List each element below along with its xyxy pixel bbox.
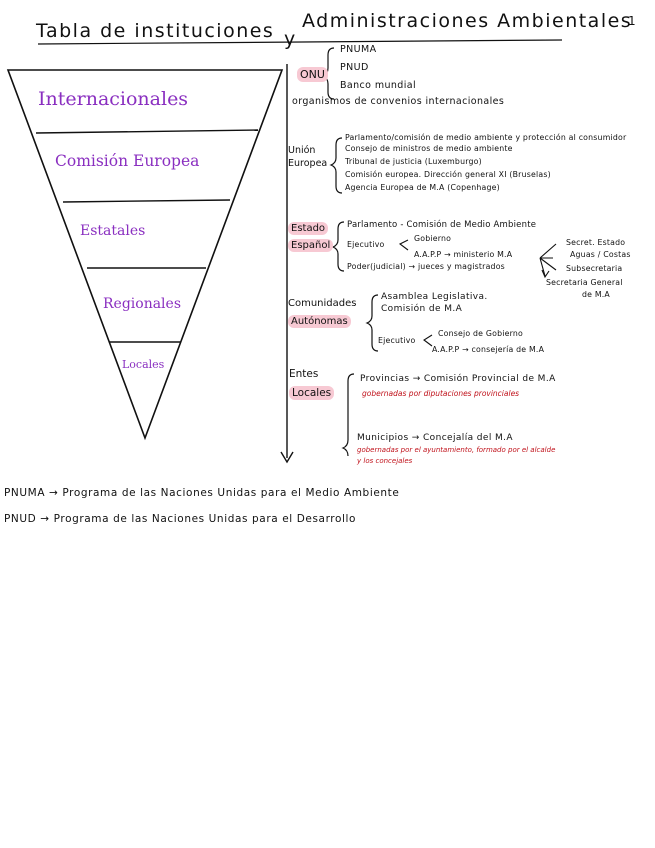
locales-brace (341, 373, 355, 457)
ue-item-consejo: Consejo de ministros de medio ambiente (345, 144, 513, 153)
estado-ejecutivo-brace (398, 239, 409, 251)
pyramid-divider-2 (62, 199, 231, 203)
ue-item-parlamento: Parlamento/comisión de medio ambiente y … (345, 133, 627, 142)
ccaa-label-1: Comunidades (288, 298, 357, 309)
ue-label-2: Europea (288, 158, 328, 169)
onu-item-pnuma: PNUMA (340, 44, 377, 55)
level-estatales: Estatales (80, 223, 146, 239)
ministerio-branch (539, 243, 557, 277)
pyramid-outline (6, 69, 284, 441)
ccaa-label-2: Autónomas (288, 315, 351, 328)
ue-brace (329, 137, 343, 194)
locales-label-2: Locales (289, 386, 335, 400)
estado-judicial: Poder(judicial) → jueces y magistrados (347, 262, 505, 271)
level-internacionales: Internacionales (38, 88, 189, 110)
locales-provincias-note: gobernadas por diputaciones provinciales (362, 389, 520, 398)
page-title-part1: Tabla de instituciones (36, 20, 275, 42)
onu-extra: organismos de convenios internacionales (292, 96, 505, 107)
locales-label-1: Entes (289, 368, 319, 380)
estado-gobierno: Gobierno (414, 234, 452, 243)
level-locales: Locales (122, 358, 165, 371)
ue-item-comision: Comisión europea. Dirección general XI (… (345, 170, 551, 179)
estado-label-2: Español (288, 239, 334, 252)
ue-item-tribunal: Tribunal de justicia (Luxemburgo) (345, 157, 482, 166)
locales-municipios-note-1: gobernadas por el ayuntamiento, formado … (357, 446, 556, 454)
locales-municipios-note-2: y los concejales (357, 457, 413, 465)
ccaa-aapp: A.A.P.P → consejería de M.A (432, 345, 545, 354)
title-underline (37, 39, 563, 45)
footnote-pnuma: PNUMA → Programa de las Naciones Unidas … (4, 487, 400, 499)
level-comision-europea: Comisión Europea (55, 152, 200, 170)
ccaa-asamblea: Asamblea Legislativa. (381, 292, 488, 302)
footnote-pnud: PNUD → Programa de las Naciones Unidas p… (4, 513, 357, 525)
page-title-y: y (284, 28, 297, 50)
level-regionales: Regionales (103, 296, 182, 312)
estado-secretaria-general-1: Secretaria General (546, 278, 623, 287)
ccaa-ejecutivo: Ejecutivo (378, 336, 416, 345)
estado-label-1: Estado (288, 222, 329, 235)
estado-brace (331, 221, 345, 272)
estado-secret-estado: Secret. Estado (566, 238, 626, 247)
ccaa-brace (365, 294, 379, 352)
onu-label: ONU (297, 67, 328, 82)
estado-subsecretaria: Subsecretaria (566, 264, 623, 273)
estado-secretaria-general-2: de M.A (582, 290, 610, 299)
page-number: 1 (628, 14, 636, 28)
ccaa-consejo: Consejo de Gobierno (438, 329, 523, 338)
locales-municipios: Municipios → Concejalía del M.A (357, 433, 513, 443)
estado-ejecutivo: Ejecutivo (347, 240, 385, 249)
onu-item-banco-mundial: Banco mundial (340, 80, 417, 91)
estado-aapp: A.A.P.P → ministerio M.A (414, 250, 513, 259)
ccaa-ejecutivo-brace (423, 334, 433, 347)
axis-arrowhead (280, 451, 294, 464)
estado-parlamento: Parlamento - Comisión de Medio Ambiente (347, 220, 537, 230)
pyramid-divider-1 (35, 129, 259, 134)
ccaa-comision: Comisión de M.A (381, 304, 463, 314)
locales-provincias: Provincias → Comisión Provincial de M.A (360, 374, 556, 384)
estado-aguas-costas: Aguas / Costas (570, 250, 631, 259)
ue-item-agencia: Agencia Europea de M.A (Copenhage) (345, 183, 500, 192)
ue-label-1: Unión (288, 145, 316, 156)
ministerio-branch-head (541, 269, 550, 279)
onu-item-pnud: PNUD (340, 62, 369, 73)
page-title-part2: Administraciones Ambientales (302, 10, 633, 32)
